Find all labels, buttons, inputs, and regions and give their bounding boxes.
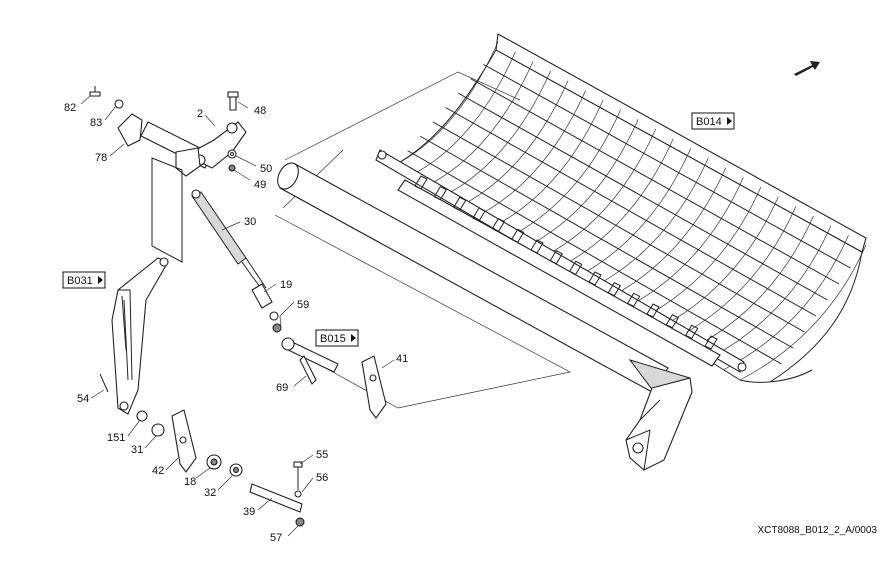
bushings (206, 454, 243, 477)
callout-31: 31 (131, 444, 143, 456)
shaft-39 (249, 483, 303, 513)
svg-text:B015: B015 (320, 333, 346, 345)
grate-wire (493, 99, 604, 227)
ref-b014[interactable]: B014 (691, 112, 735, 130)
callout-50: 50 (260, 163, 272, 175)
grate-crossbar (483, 63, 851, 269)
drum-tooth (549, 250, 564, 265)
direction-arrow-icon (794, 61, 820, 76)
grate-wire (657, 196, 779, 330)
callout-49: 49 (254, 179, 266, 191)
callout-19: 19 (280, 279, 292, 291)
washers-59 (269, 311, 282, 333)
grate-crossbar (420, 135, 794, 349)
drum-tooth (452, 196, 467, 211)
svg-text:B014: B014 (696, 116, 722, 128)
drum-tooth (704, 335, 718, 350)
drum-tooth (530, 239, 544, 254)
grate-crossbar (470, 78, 840, 285)
grate-wire (509, 109, 621, 237)
pin-shaft (281, 337, 339, 385)
grate-wire (411, 51, 516, 176)
drum-tooth (472, 207, 486, 222)
right-end-bracket (625, 377, 693, 471)
grate-wire (444, 70, 551, 197)
grate-wire (723, 235, 849, 371)
fasteners-lower (293, 461, 305, 527)
spacer (251, 283, 273, 309)
grate-wire (739, 244, 867, 381)
callout-82: 82 (64, 102, 76, 114)
document-code: XCT8088_B012_2_A/0003 (757, 525, 877, 536)
grate-wire (476, 90, 586, 217)
grate-wire (591, 157, 709, 289)
fasteners (89, 86, 239, 172)
drum-tooth (665, 314, 680, 329)
drum-tooth (607, 282, 622, 297)
drum-tooth (433, 186, 448, 201)
grate-wire (706, 225, 832, 360)
drum-tooth (684, 324, 699, 339)
callout-18: 18 (184, 476, 196, 488)
callout-42: 42 (152, 465, 164, 477)
ref-b031[interactable]: B031 (62, 271, 106, 289)
callout-56: 56 (316, 472, 328, 484)
grate-wire (674, 206, 797, 340)
grate-wire (559, 138, 674, 268)
grate-wire (624, 177, 744, 309)
callout-54: 54 (77, 393, 89, 405)
grate-wire (542, 128, 657, 258)
callout-57: 57 (270, 532, 282, 544)
drum-tooth (626, 292, 641, 307)
grate-crossbar (445, 107, 817, 317)
callout-32: 32 (204, 487, 216, 499)
callout-39: 39 (243, 506, 255, 518)
drum-tooth (568, 260, 583, 275)
gas-strut (191, 189, 267, 291)
callout-59: 59 (297, 299, 309, 311)
callout-69: 69 (276, 382, 288, 394)
grate-wire (427, 61, 534, 186)
callout-151: 151 (107, 432, 125, 444)
callout-48: 48 (254, 105, 266, 117)
plate-41 (361, 355, 387, 419)
callout-30: 30 (244, 216, 256, 228)
grate-wire (460, 80, 569, 207)
grate-wire (526, 119, 639, 248)
leader-lines (80, 95, 395, 537)
ref-b015[interactable]: B015 (315, 329, 359, 347)
grate-wire (575, 148, 692, 278)
callout-83: 83 (90, 117, 102, 129)
washer-31 (151, 423, 165, 437)
washer-151 (136, 410, 148, 422)
callout-55: 55 (316, 449, 328, 461)
drum-tooth (646, 303, 660, 318)
callout-2: 2 (197, 108, 203, 120)
upper-left-shaft (117, 113, 247, 263)
drum-tooth (510, 228, 525, 243)
grate-wire (608, 167, 727, 299)
grate-crossbar (407, 150, 782, 365)
grate-crossbar (457, 92, 828, 301)
svg-text:B031: B031 (67, 275, 93, 287)
drum-tooth (588, 271, 602, 286)
grate-crossbar (432, 121, 805, 333)
drum-tooth (491, 218, 506, 233)
lever-arm (99, 257, 169, 415)
main-shaft (277, 162, 721, 401)
drum-tooth (414, 175, 428, 190)
grate-wire (641, 186, 762, 319)
grate-wire (394, 41, 499, 166)
callout-41: 41 (396, 353, 408, 365)
callout-78: 78 (95, 152, 107, 164)
